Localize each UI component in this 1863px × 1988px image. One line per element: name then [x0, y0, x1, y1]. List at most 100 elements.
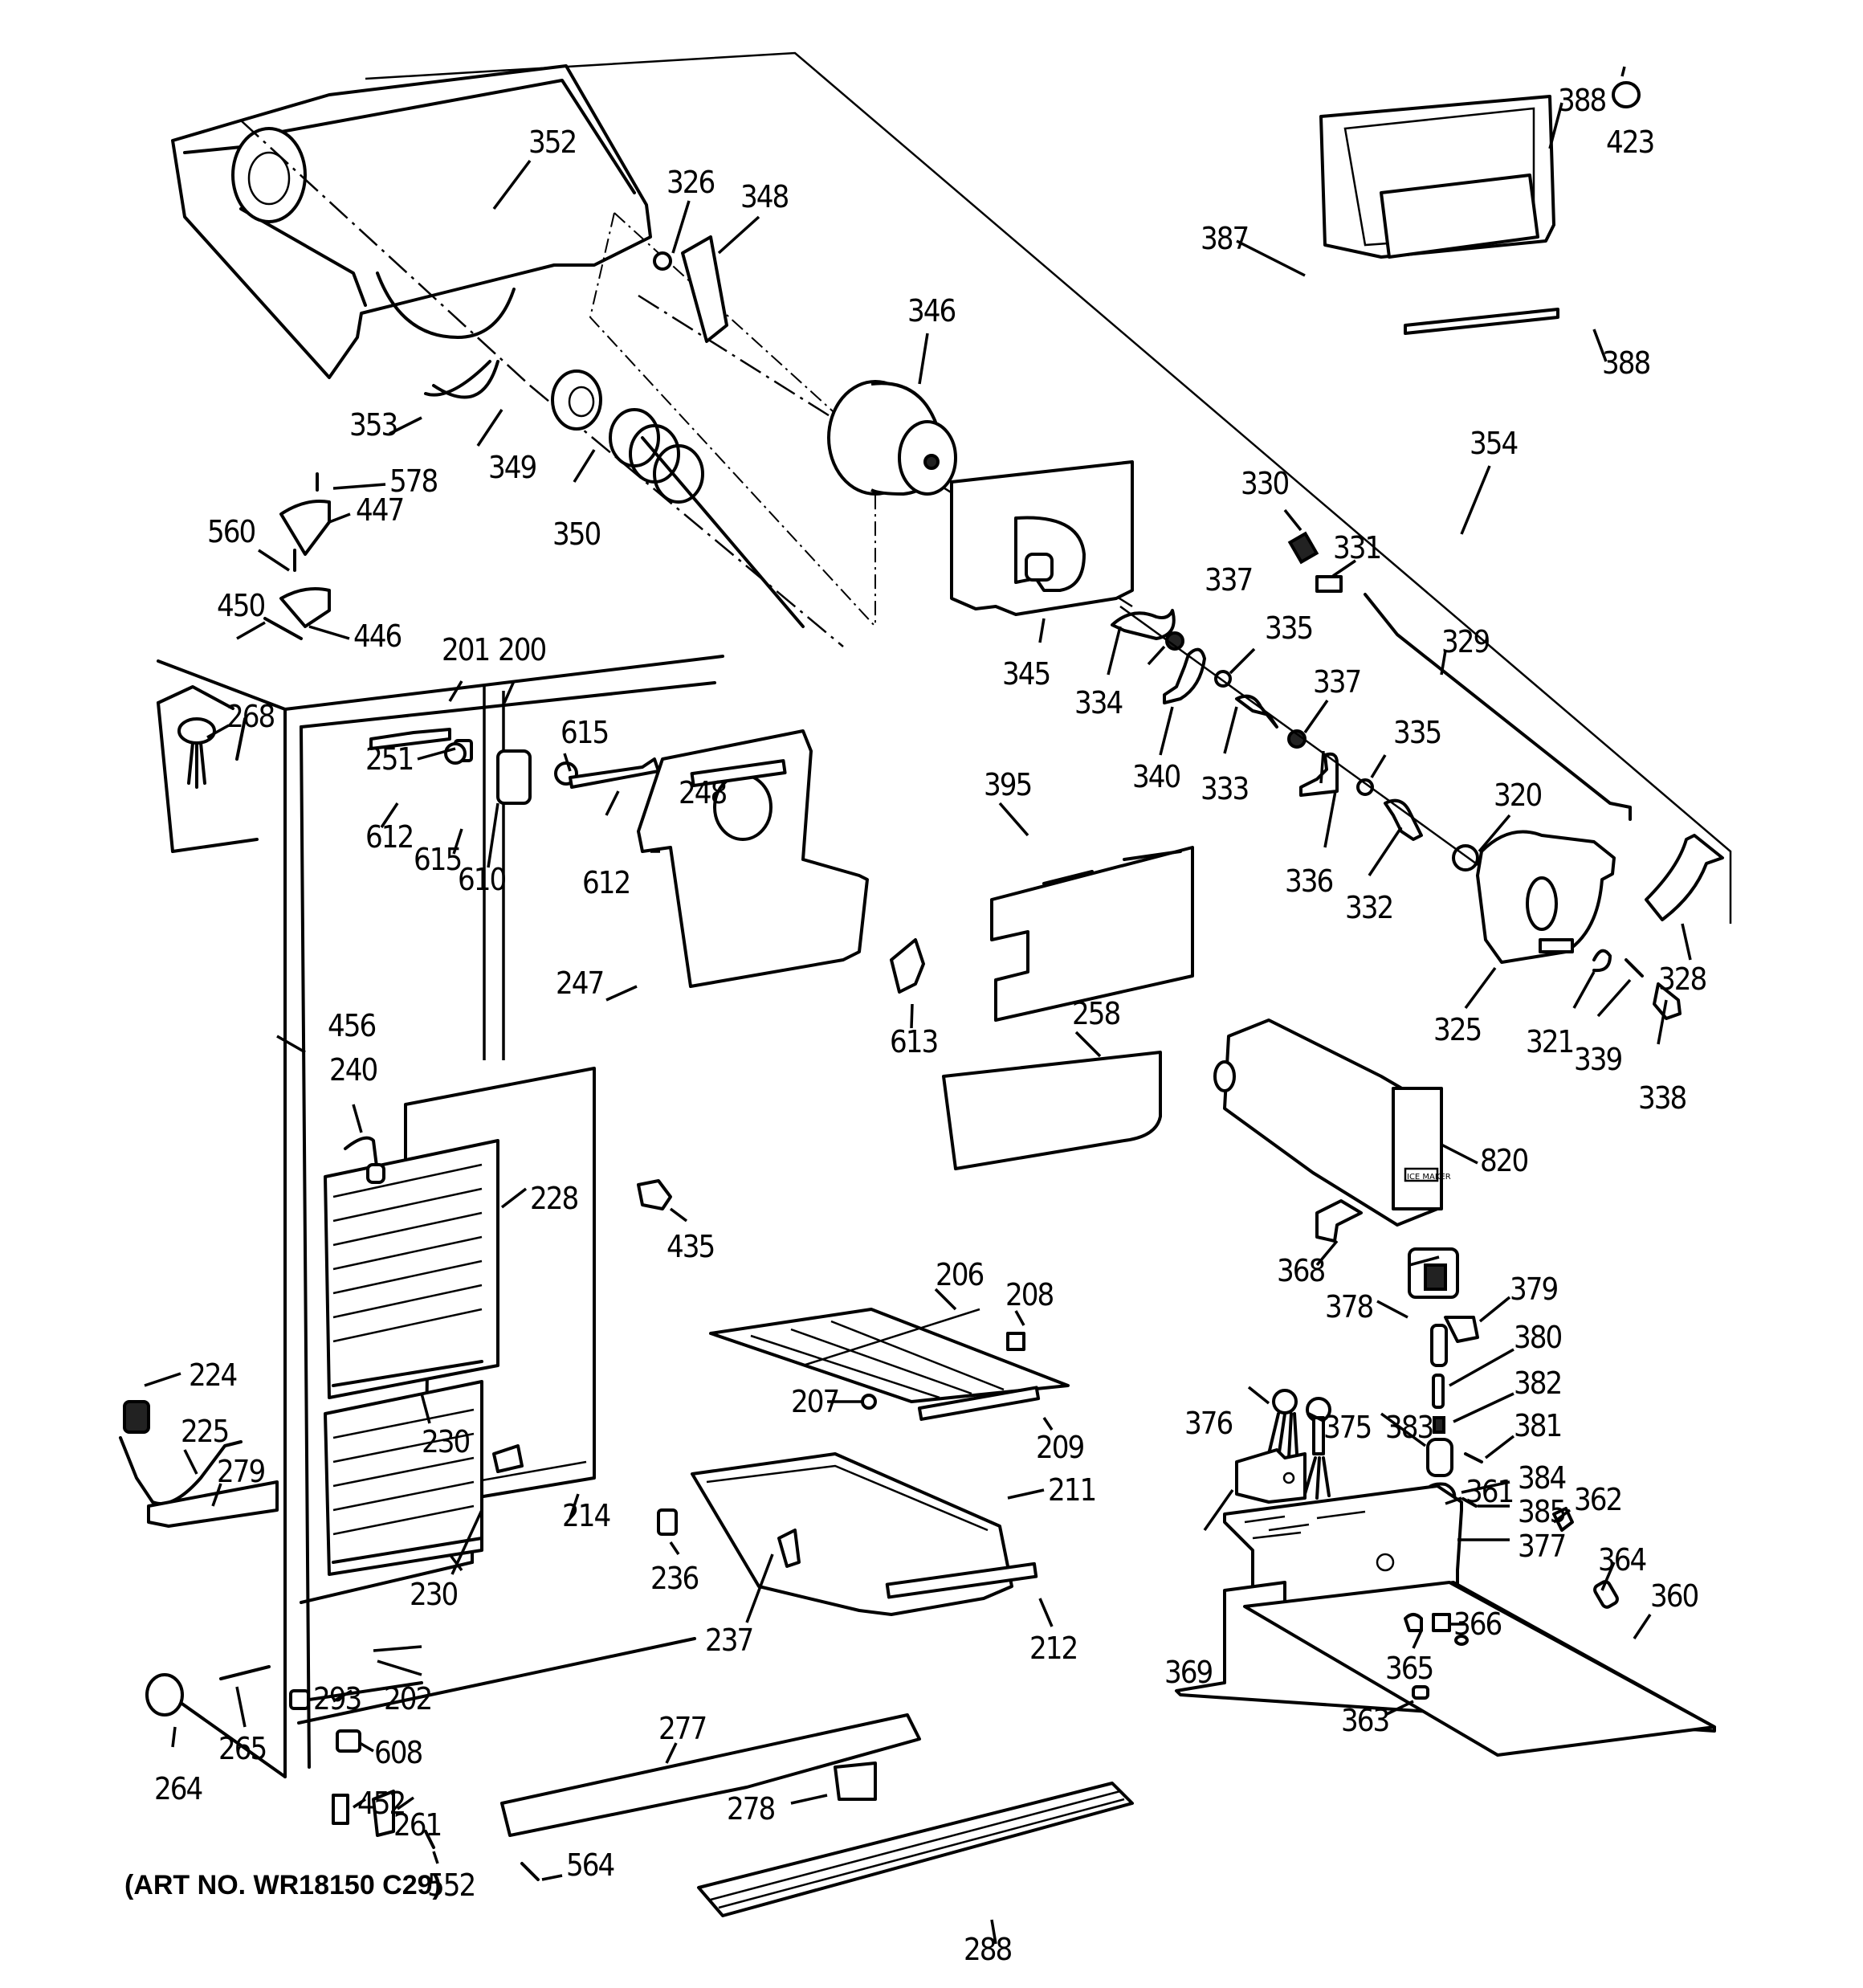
ice-bucket-wire-353[interactable] — [424, 360, 499, 399]
rail-277[interactable] — [500, 1713, 921, 1837]
screw-564[interactable] — [520, 1862, 540, 1881]
grommet-365[interactable] — [1404, 1613, 1469, 1646]
callout-369: 369 — [1164, 1655, 1212, 1690]
spring-330[interactable] — [1287, 531, 1319, 565]
axle-265[interactable] — [219, 1665, 271, 1680]
bracket-236[interactable] — [657, 1508, 678, 1536]
defrost-heater-230[interactable] — [332, 1360, 483, 1564]
plate-452[interactable] — [332, 1794, 349, 1825]
shelf-trim-209[interactable] — [917, 1386, 1041, 1421]
air-duct-247[interactable] — [637, 729, 869, 988]
plunger-tube[interactable] — [1430, 1324, 1448, 1367]
pin-339[interactable] — [1625, 958, 1644, 978]
terminator-240[interactable] — [344, 1136, 385, 1184]
damper-control-610[interactable] — [496, 749, 532, 805]
strip-248[interactable] — [690, 759, 787, 787]
callout-450: 450 — [217, 588, 264, 623]
hinge-278[interactable] — [834, 1761, 877, 1801]
wire-shelf-206[interactable] — [709, 1308, 1070, 1403]
bracket-447[interactable] — [279, 500, 331, 556]
washer-326[interactable] — [653, 251, 672, 271]
bushing-423[interactable] — [1612, 81, 1641, 108]
basket-trim-212[interactable] — [885, 1561, 1038, 1599]
switch-608[interactable] — [336, 1729, 361, 1753]
drum-346[interactable] — [827, 380, 957, 496]
fastener-366[interactable] — [1432, 1613, 1451, 1632]
lever-340[interactable] — [1163, 647, 1206, 704]
light-socket-268[interactable] — [157, 685, 259, 853]
rod-329[interactable] — [1364, 593, 1632, 821]
callout-278: 278 — [727, 1791, 774, 1827]
foot-363[interactable] — [1412, 1685, 1429, 1700]
clip-379[interactable] — [1444, 1316, 1479, 1343]
mounting-plate-345[interactable] — [950, 460, 1134, 616]
callout-321: 321 — [1526, 1024, 1573, 1059]
hinge-261[interactable] — [372, 1790, 395, 1837]
bracket-612-a[interactable] — [369, 728, 451, 750]
basket-clip-237[interactable] — [777, 1529, 801, 1568]
motor-housing-325[interactable] — [1476, 830, 1616, 964]
drain-spring-224[interactable] — [123, 1400, 150, 1434]
solenoid-378[interactable] — [1408, 1247, 1459, 1299]
defrost-bracket[interactable] — [492, 1444, 524, 1473]
tray-360[interactable] — [1175, 1581, 1716, 1757]
timer-369[interactable] — [1235, 1448, 1307, 1504]
bracket-368[interactable] — [1315, 1199, 1363, 1243]
callout-352: 352 — [528, 125, 576, 160]
kickplate-288[interactable] — [697, 1782, 1134, 1917]
plunger-380[interactable] — [1432, 1374, 1445, 1409]
pin-385[interactable] — [1461, 1497, 1478, 1508]
cover-328[interactable] — [1645, 834, 1724, 921]
roller-264[interactable] — [145, 1673, 184, 1717]
callout-615-b: 615 — [561, 715, 608, 750]
bearing-349[interactable] — [551, 369, 602, 431]
door-bar-388-top[interactable] — [1380, 173, 1539, 259]
ring-321[interactable] — [1592, 949, 1612, 973]
bracket-612-b[interactable] — [569, 757, 660, 789]
cylinder-383[interactable] — [1426, 1438, 1453, 1477]
shelf-support-207[interactable] — [861, 1394, 877, 1410]
screw-450[interactable] — [263, 617, 303, 640]
ice-bucket-352[interactable] — [171, 64, 652, 386]
ice-maker-label: ICE MAKER — [1407, 1173, 1451, 1182]
callout-236: 236 — [650, 1561, 698, 1596]
basket-211[interactable] — [691, 1452, 1013, 1616]
lever-336[interactable] — [1299, 752, 1339, 797]
callout-578: 578 — [389, 463, 437, 499]
callout-328: 328 — [1658, 961, 1706, 997]
callout-261: 261 — [393, 1807, 441, 1843]
plate-348[interactable] — [681, 235, 728, 343]
shelf-clip-208[interactable] — [1006, 1332, 1025, 1351]
panel-395[interactable] — [990, 846, 1194, 1022]
cam-333[interactable] — [1235, 694, 1278, 729]
thermostat-435[interactable] — [637, 1179, 672, 1210]
bracket-446[interactable] — [279, 587, 331, 628]
callout-350: 350 — [552, 516, 600, 552]
front-cover-258[interactable] — [942, 1051, 1162, 1170]
callout-335-a: 335 — [1265, 610, 1312, 646]
callout-228: 228 — [530, 1181, 577, 1216]
callout-279: 279 — [217, 1454, 264, 1489]
knob-364[interactable] — [1593, 1580, 1619, 1609]
callout-277: 277 — [658, 1711, 706, 1746]
callout-387: 387 — [1201, 221, 1248, 256]
wire-harness-376[interactable] — [1267, 1389, 1298, 1459]
door-bar-388-bottom[interactable] — [1404, 308, 1559, 335]
grommet-615-a[interactable] — [444, 742, 467, 765]
ice-maker-820[interactable]: ICE MAKER — [1213, 1018, 1451, 1227]
cam-334[interactable] — [1111, 609, 1176, 640]
callout-348: 348 — [740, 179, 788, 214]
callout-230-b: 230 — [410, 1577, 457, 1612]
callout-613: 613 — [890, 1024, 937, 1059]
screw-552[interactable] — [424, 1830, 435, 1849]
clip-331[interactable] — [1315, 575, 1343, 593]
fan-blade-613[interactable] — [890, 938, 925, 994]
callout-363: 363 — [1341, 1703, 1388, 1738]
roller-bracket-293[interactable] — [289, 1689, 310, 1710]
auger-spring-350[interactable] — [609, 408, 805, 628]
evaporator-228[interactable] — [324, 1139, 499, 1576]
clip-362[interactable] — [1552, 1507, 1574, 1532]
pin-381[interactable] — [1464, 1452, 1483, 1463]
washer-335-b[interactable] — [1356, 778, 1374, 796]
spring-382[interactable] — [1433, 1416, 1445, 1434]
